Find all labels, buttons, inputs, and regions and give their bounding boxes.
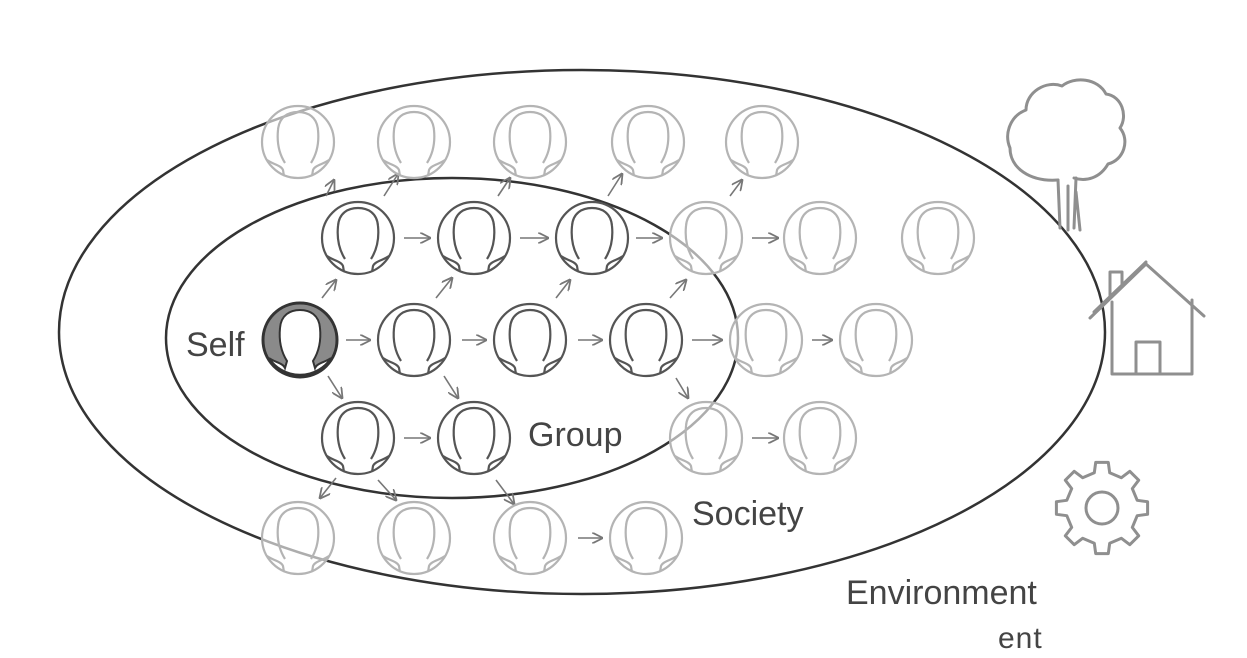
person-icon xyxy=(492,500,568,576)
connection-arrow xyxy=(383,174,398,197)
environment-echo-label: ent xyxy=(998,622,1043,655)
people-layer xyxy=(260,104,976,576)
house-icon xyxy=(1088,260,1206,376)
arrow-layer xyxy=(320,174,832,538)
person-icon xyxy=(838,302,914,378)
connection-arrow xyxy=(435,278,452,299)
person-icon xyxy=(260,104,336,180)
tree-icon xyxy=(1006,78,1127,232)
connection-arrow xyxy=(443,375,458,398)
person-icon xyxy=(436,400,512,476)
society-ellipse xyxy=(57,68,1107,596)
person-icon xyxy=(554,200,630,276)
person-icon xyxy=(668,400,744,476)
person-icon xyxy=(376,500,452,576)
person-icon xyxy=(320,400,396,476)
self-person-icon xyxy=(261,301,339,379)
connection-arrow xyxy=(326,180,334,197)
person-icon xyxy=(492,104,568,180)
connection-arrow xyxy=(321,280,336,299)
person-icon xyxy=(376,104,452,180)
environment-label: Environment xyxy=(846,574,1037,612)
group-label: Group xyxy=(528,416,623,454)
gear-icon xyxy=(1054,460,1150,556)
connection-arrow xyxy=(669,280,686,299)
connection-arrow xyxy=(495,479,514,504)
connection-arrow xyxy=(377,479,396,500)
person-icon xyxy=(782,400,858,476)
connection-arrow xyxy=(729,180,742,197)
self-label: Self xyxy=(186,326,245,364)
connection-arrow xyxy=(497,178,510,197)
connection-arrow xyxy=(320,477,337,498)
society-label: Society xyxy=(692,495,804,533)
person-icon xyxy=(436,200,512,276)
person-icon xyxy=(782,200,858,276)
connection-arrow xyxy=(675,377,688,398)
person-icon xyxy=(610,104,686,180)
person-icon xyxy=(320,200,396,276)
person-icon xyxy=(900,200,976,276)
person-icon xyxy=(608,302,684,378)
connection-arrow xyxy=(607,174,622,197)
connection-arrow xyxy=(555,280,570,299)
person-icon xyxy=(492,302,568,378)
connection-arrow xyxy=(327,375,342,398)
person-icon xyxy=(260,500,336,576)
person-icon xyxy=(728,302,804,378)
person-icon xyxy=(668,200,744,276)
person-icon xyxy=(724,104,800,180)
person-icon xyxy=(376,302,452,378)
person-icon xyxy=(608,500,684,576)
